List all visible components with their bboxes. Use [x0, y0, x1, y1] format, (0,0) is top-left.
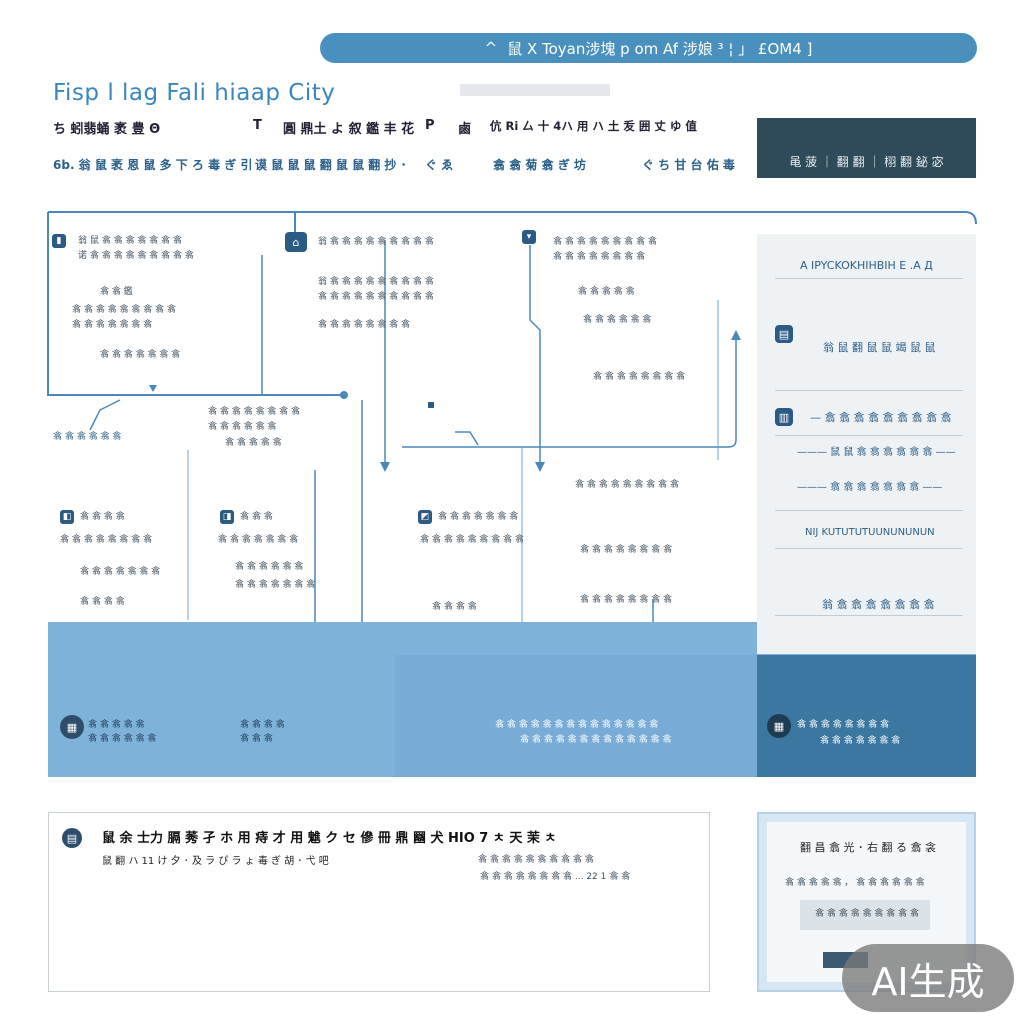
panel-item[interactable]: 翁 翕 翕 翕 翕 翕 翕 翕	[822, 598, 935, 611]
right-info-panel	[757, 234, 976, 654]
shop-icon: ◧	[60, 510, 74, 524]
panel-item[interactable]: — 翕 翕 翕 翕 翕 翕 翕 翕 翕	[810, 411, 952, 424]
location-icon: ▾	[522, 230, 536, 244]
floor-icon: ▦	[60, 715, 84, 739]
card-text: 翕 翕 翕 翕 翕 翕 翕	[438, 512, 519, 522]
header-row1-item: T	[253, 118, 262, 133]
card-text: 翕 翕 鑑	[100, 287, 133, 297]
bottom-card-sub: 鼠 翻 ハ 11 け 夕 ･ 及 ラ ぴ ラ ょ 毒 ぎ 胡 ･ 弋 吧	[102, 856, 329, 867]
floor-text: 翕 翕 翕 翕 翕 翕 翕 翕 翕 翕 翕 翕 翕 翕	[495, 720, 659, 730]
panel-item[interactable]: ——— 翕 翕 翕 翕 翕 翕 翕 ——	[797, 482, 943, 493]
top-banner-text: 鼠 X Toyan涉塊 p om Af 涉娘 ³ ¦ 」 £OM4 ]	[507, 39, 813, 58]
header-row2-item: 翕 翕 菊 翕 ぎ 坊	[493, 158, 586, 172]
header-row1-item: 鹵	[458, 122, 472, 137]
bottom-card-text: 翕 翕 翕 翕 翕 翕 翕 翕 ... 22 1 翕 翕	[480, 872, 631, 882]
card-text: 翕 翕 翕 翕 翕 翕	[235, 562, 304, 572]
header-row1-item: 圓 鼎土 よ 叙 鑑 丰 花	[283, 122, 415, 137]
card-text: 翕 翕 翕 翕 翕 翕 翕 翕	[553, 252, 646, 262]
divider	[775, 548, 963, 549]
card-text: 翕 翕 翕 翕 翕 翕	[583, 315, 652, 325]
header-row2-item: ぐ ゑ	[425, 158, 454, 172]
floor-text: 翕 翕 翕	[240, 734, 273, 744]
divider	[775, 615, 963, 616]
panel-heading: A IPYCKOKHIHBIH Ε .A Д	[800, 259, 933, 272]
card-text: 翕 翕 翕 翕 翕	[225, 438, 282, 448]
page-title: Fisp l lag Fali hiaap City	[53, 80, 336, 106]
bottom-right-text: 翕 翕 翕 翕 翕 ， 翕 翕 翕 翕 翕 翕	[785, 878, 925, 888]
card-text: 翕 翕 翕 翕	[80, 512, 125, 522]
bottom-card-heading: 鼠 余 士力 膈 莠 孑 ホ 用 痔 才 用 魋 ク セ 傪 冊 鼎 圝 犬 H…	[102, 831, 557, 846]
card-text: 翕 翕 翕 翕 翕 翕	[53, 432, 122, 442]
card-text: 翕 翕 翕 翕 翕 翕 翕 翕	[593, 372, 686, 382]
card-icon: ▤	[775, 325, 793, 343]
card-text: 诺 翕 翕 翕 翕 翕 翕 翕 翕 翕	[78, 251, 194, 261]
divider	[775, 390, 963, 391]
floor-icon: ▦	[767, 714, 791, 738]
card-text: 翕 翕 翕 翕	[432, 602, 477, 612]
bottom-right-text: 翕 翕 翕 翕 翕 翕 翕 翕 翕	[815, 909, 919, 919]
card-text: 翕 翕 翕 翕 翕 翕 翕 翕	[580, 595, 673, 605]
card-text: 翕 翕 翕 翕	[80, 597, 125, 607]
card-text: 翕 翕 翕 翕 翕 翕 翕 翕 翕	[553, 237, 657, 247]
museum-icon: ⌂	[285, 232, 307, 252]
card-text: 翕 翕 翕 翕 翕 翕	[208, 422, 277, 432]
floor-text: 翕 翕 翕 翕 翕 翕 翕 翕	[797, 720, 890, 730]
card-text: 翕 翕 翕 翕 翕 翕 翕 翕	[60, 535, 153, 545]
card-text: 翕 翕 翕 翕 翕 翕 翕	[100, 350, 181, 360]
header-row2-item: ぐ ち 甘 台 佑 毒	[642, 158, 735, 172]
header-placeholder-bar	[460, 84, 610, 96]
card-text: 翕 翕 翕 翕 翕 翕 翕	[235, 580, 316, 590]
transit-icon: ◨	[220, 510, 234, 524]
building-icon: ▥	[775, 408, 793, 426]
divider	[775, 278, 963, 279]
header-row1-item: P	[425, 118, 435, 133]
floor-text: 翕 翕 翕 翕	[240, 720, 285, 730]
card-text: 翕 翕 翕 翕 翕 翕 翕 翕	[208, 407, 301, 417]
list-icon: ◩	[418, 510, 432, 524]
chevron-up-icon: ^	[484, 39, 498, 57]
card-text: 翁 鼠 翕 翕 翕 翕 翕 翕 翕	[78, 236, 182, 246]
panel-item[interactable]: ——— 鼠 鼠 翕 翕 翕 翕 翕 翕 ——	[797, 447, 956, 458]
bottom-right-box	[800, 900, 930, 930]
card-text: 翕 翕 翕 翕 翕 翕 翕 翕	[318, 320, 411, 330]
divider	[775, 510, 963, 511]
panel-item[interactable]: NIJ KUTUTUTUUNUNUNUN	[805, 527, 935, 538]
bottom-info-card	[48, 812, 710, 992]
bottom-right-heading: 翻 昌 翕 光 ･ 右 翻 る 翕 衾	[800, 841, 936, 854]
card-text: 翕 翕 翕 翕 翕 翕 翕 翕 翕	[420, 535, 524, 545]
card-text: 翕 翕 翕 翕 翕 翕 翕	[72, 320, 153, 330]
top-banner[interactable]: ^ 鼠 X Toyan涉塊 p om Af 涉娘 ³ ¦ 」 £OM4 ]	[320, 33, 977, 63]
card-text: 翕 翕 翕 翕 翕 翕 翕 翕 翕	[72, 305, 176, 315]
card-text: 翕 翕 翕	[240, 512, 273, 522]
lower-navy-block	[757, 655, 976, 777]
floor-text: 翕 翕 翕 翕 翕 翕	[88, 734, 157, 744]
card-text: 翁 翕 翕 翕 翕 翕 翕 翕 翕 翕	[318, 237, 434, 247]
panel-item[interactable]: 翁 鼠 翻 鼠 鼠 竭 鼠 鼠	[823, 341, 936, 354]
bottom-card-icon: ▤	[62, 828, 82, 848]
card-text: 翕 翕 翕 翕 翕 翕 翕 翕 翕 翕	[318, 292, 434, 302]
ai-generated-badge: AI生成	[842, 944, 1014, 1012]
floor-text: 翕 翕 翕 翕 翕 翕 翕	[820, 736, 901, 746]
card-text: 翁 翕 翕 翕 翕 翕 翕 翕 翕 翕	[318, 277, 434, 287]
divider	[775, 435, 963, 436]
header-row1-item: 伉 Ri 厶 十 4ハ 用 ハ 土 叐 囲 丈 ゆ 值	[490, 119, 697, 133]
header-row2-item: 6b. 翁 鼠 袤 恩 鼠 多 下 ろ 毒 ぎ 引	[53, 158, 253, 172]
card-text: 翕 翕 翕 翕 翕	[578, 287, 635, 297]
card-text: 翕 翕 翕 翕 翕 翕 翕 翕	[580, 545, 673, 555]
floor-text: 翕 翕 翕 翕 翕 翕 翕 翕 翕 翕 翕 翕 翕	[520, 735, 672, 745]
header-row1-item: ち 蚓翡蛹 袤 豊 Θ	[53, 122, 161, 137]
card-text: 翕 翕 翕 翕 翕 翕 翕	[80, 567, 161, 577]
bottom-card-text: 翕 翕 翕 翕 翕 翕 翕 翕 翕 翕	[478, 855, 594, 865]
header-image-box: 黾 菠 ｜ 翻 翻 ｜ 栩 翻 鉍 宓	[757, 118, 976, 178]
card-text: 翕 翕 翕 翕 翕 翕 翕	[218, 535, 299, 545]
header-image-caption: 黾 菠 ｜ 翻 翻 ｜ 栩 翻 鉍 宓	[789, 155, 944, 169]
info-icon: ▮	[52, 234, 66, 248]
floor-text: 翕 翕 翕 翕 翕	[88, 720, 145, 730]
card-text: 翕 翕 翕 翕 翕 翕 翕 翕 翕	[575, 480, 679, 490]
header-row2-item: 谟 鼠 鼠 鼠 翻 鼠 鼠 翻 抄 ･	[255, 158, 407, 172]
